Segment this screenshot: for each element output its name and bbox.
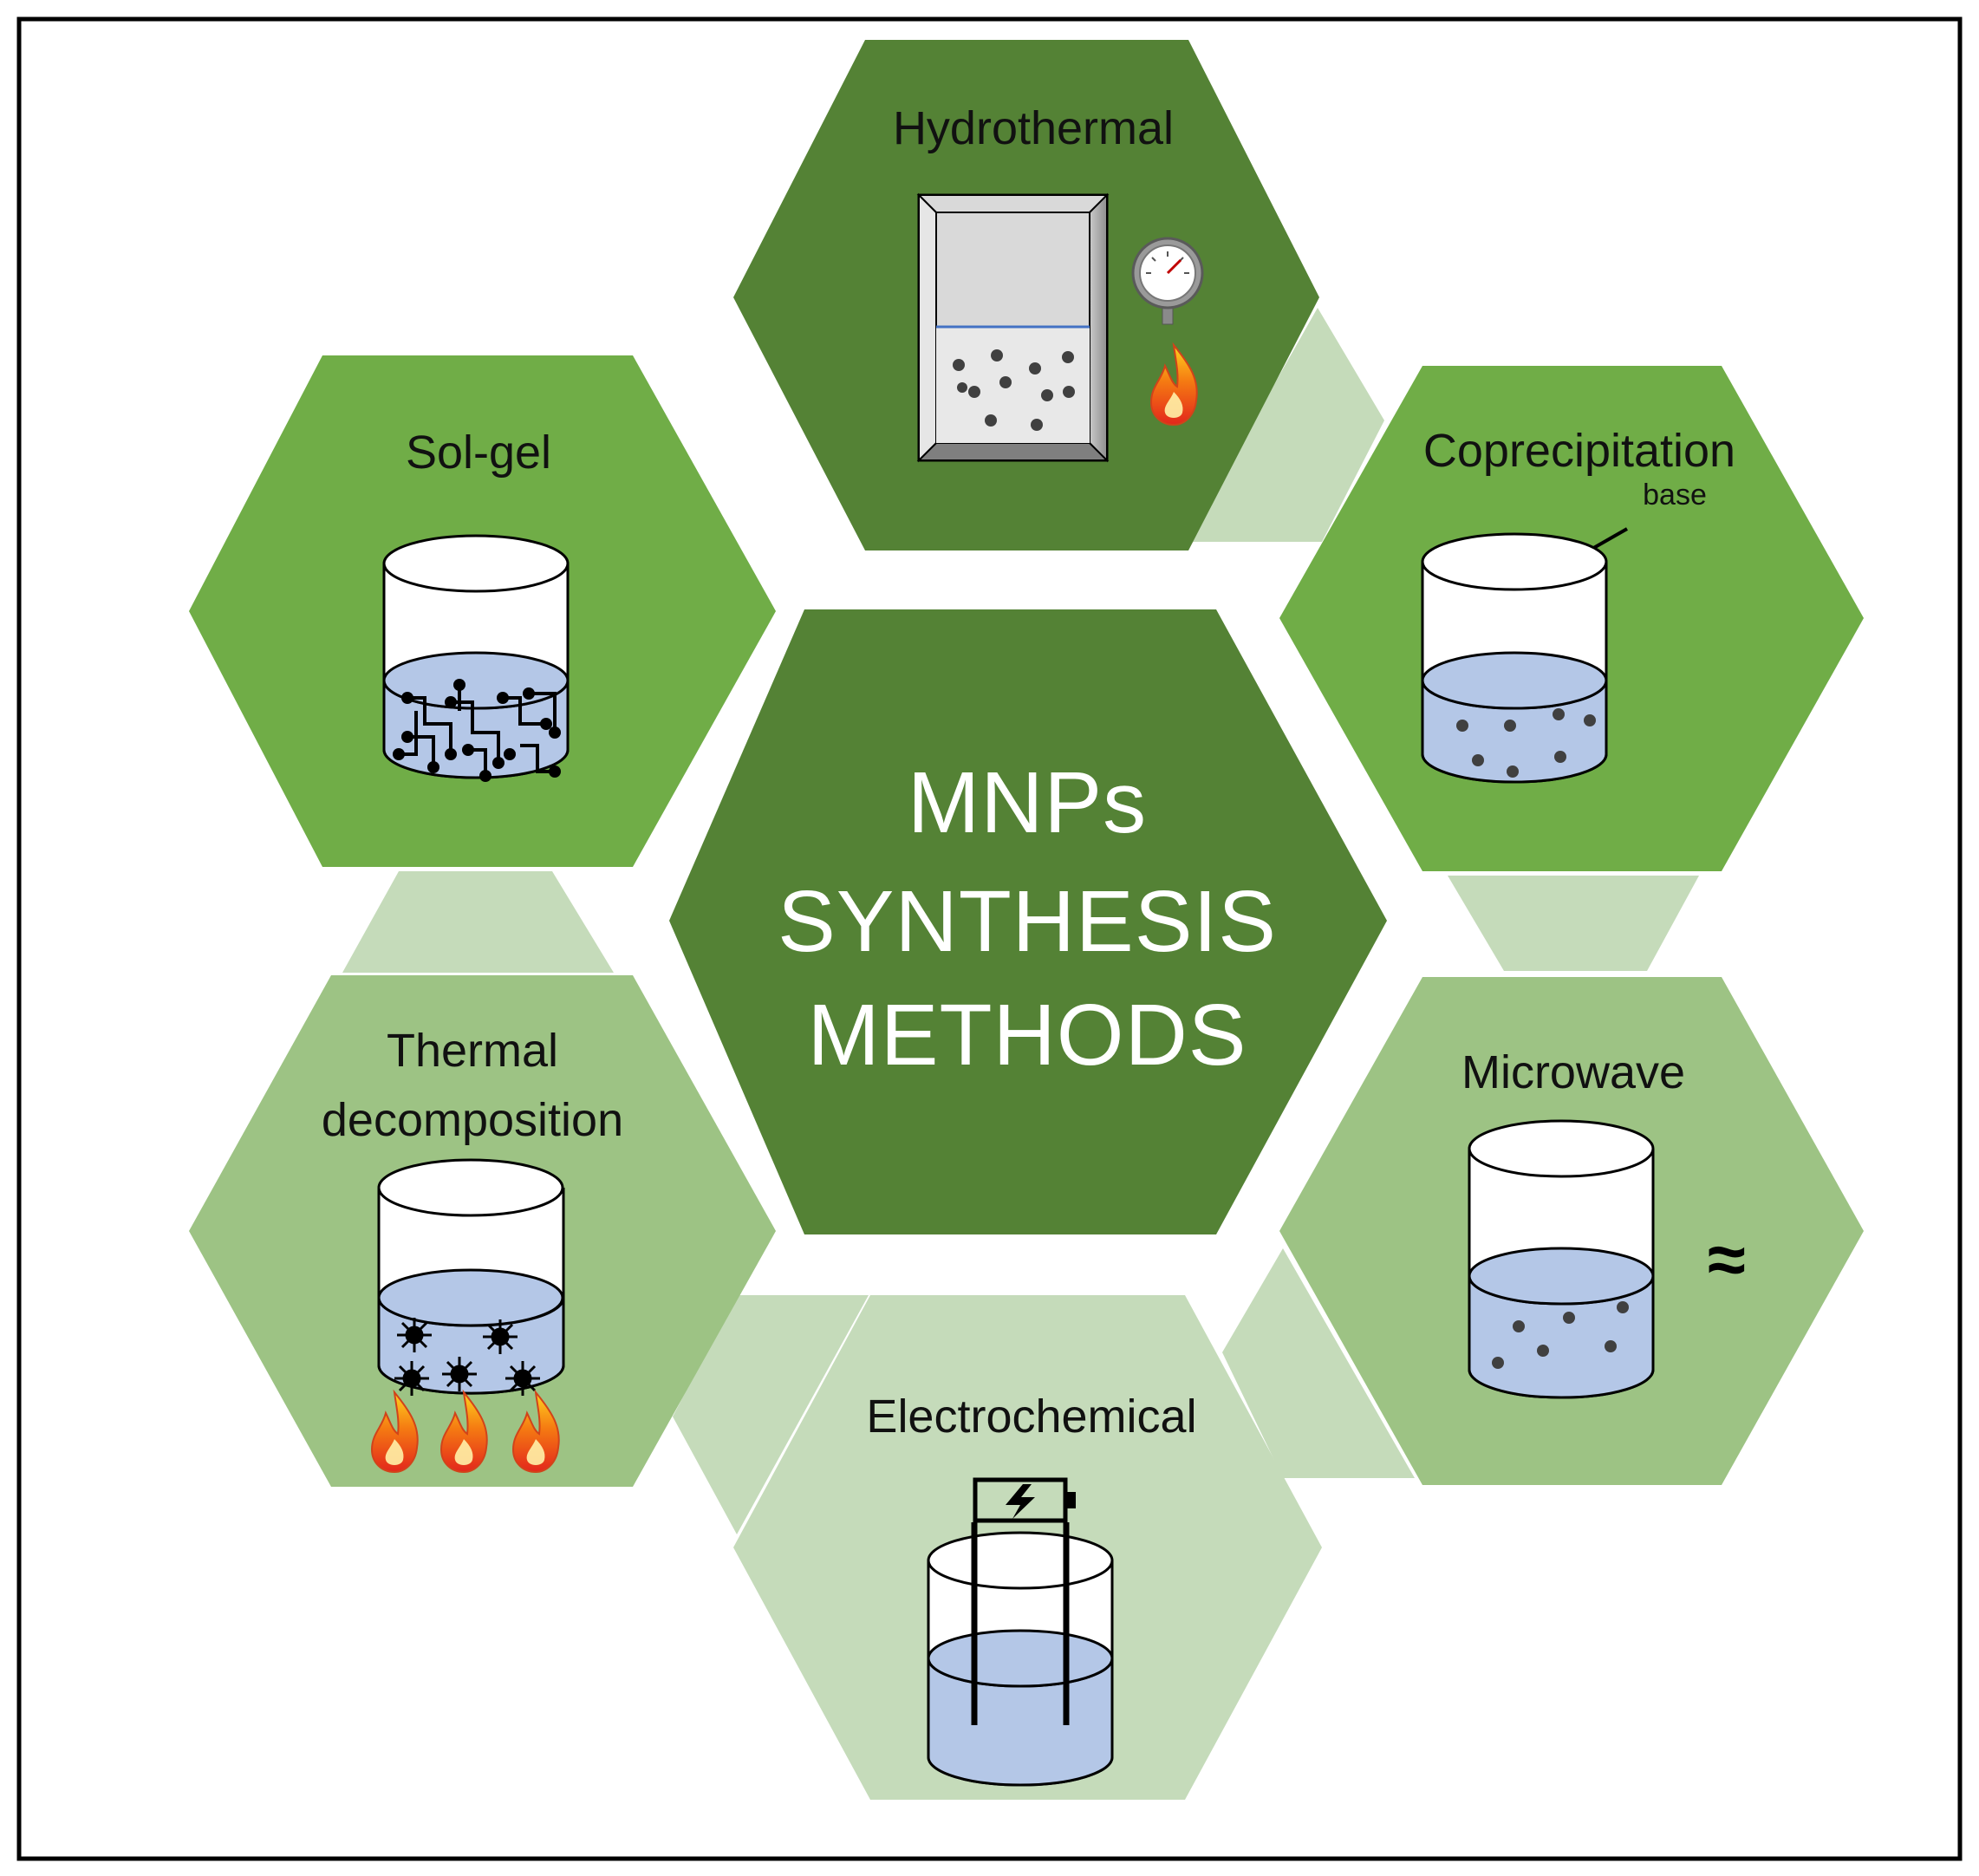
beaker-icon xyxy=(1468,1119,1655,1399)
thermal-decomposition-hexagon: Thermal decomposition xyxy=(189,975,776,1487)
coprecipitation-hexagon: Coprecipitation base xyxy=(1279,366,1864,871)
thermal-decomposition-label-line-1: Thermal xyxy=(387,1025,558,1077)
connector-thermal-solgel xyxy=(342,871,614,973)
connectors xyxy=(342,308,1699,1534)
connector-hydrothermal-coprecipitation xyxy=(1185,308,1384,542)
center-title-line-3: METHODS xyxy=(808,987,1247,1084)
beaker-icon xyxy=(382,534,570,782)
autoclave-icon xyxy=(916,192,1110,463)
beaker-icon xyxy=(927,1531,1114,1787)
sol-gel-label: Sol-gel xyxy=(406,427,551,479)
beaker-icon xyxy=(377,1158,565,1396)
center-title-line-1: MNPs xyxy=(908,754,1147,851)
electrochemical-hexagon: Electrochemical xyxy=(733,1295,1322,1800)
center-hexagon: MNPs SYNTHESIS METHODS xyxy=(669,609,1387,1234)
electrode-icon xyxy=(971,1522,1070,1725)
connector-electrochemical-thermal xyxy=(673,1295,869,1534)
microwave-hexagon: Microwave ≈ xyxy=(1279,977,1864,1485)
particle-icon xyxy=(1456,708,1596,778)
particle-icon xyxy=(953,349,1075,431)
micelle-icon xyxy=(394,1318,540,1396)
connector-coprecipitation-microwave xyxy=(1448,876,1699,971)
hydrothermal-label: Hydrothermal xyxy=(893,102,1174,154)
pressure-gauge-icon xyxy=(1131,237,1204,325)
electrochemical-label: Electrochemical xyxy=(866,1391,1196,1443)
coprecipitation-label: Coprecipitation xyxy=(1423,425,1735,477)
connector-microwave-electrochemical xyxy=(1222,1248,1415,1478)
sol-gel-hexagon: Sol-gel xyxy=(189,355,776,867)
battery-icon xyxy=(973,1477,1076,1523)
microwave-label: Microwave xyxy=(1461,1046,1685,1098)
particle-icon xyxy=(1492,1301,1629,1369)
hydrothermal-hexagon: Hydrothermal xyxy=(733,40,1319,550)
thermal-decomposition-label-line-2: decomposition xyxy=(322,1094,623,1146)
center-title-line-2: SYNTHESIS xyxy=(778,873,1277,970)
center-hexagon-shape xyxy=(669,609,1387,1234)
beaker-icon xyxy=(1421,532,1608,784)
coprecipitation-annotation: base xyxy=(1643,479,1707,511)
microwave-wave-symbol: ≈ xyxy=(1708,1221,1746,1298)
